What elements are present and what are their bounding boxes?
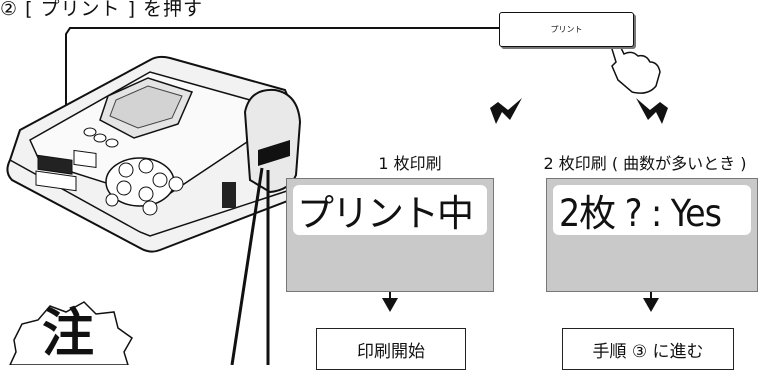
hand-pointer-icon <box>607 33 661 94</box>
single-print-label: 1 枚印刷 <box>378 154 442 173</box>
lcd-screen-single: プリント中 <box>286 178 494 292</box>
caution-text: 注 <box>42 304 95 364</box>
result-print-start: 印刷開始 <box>316 328 466 370</box>
double-print-label: 2 枚印刷 ( 曲数が多いとき ) <box>543 154 747 173</box>
result-go-step-3: 手順 ③ に進む <box>562 328 734 370</box>
cable-line <box>230 167 264 365</box>
step-heading: ② [ プリント ] を押す <box>0 0 204 20</box>
lcd-screen-double: 2枚 ? : Yes <box>546 178 758 292</box>
print-button[interactable]: プリント <box>499 12 634 47</box>
caution-mark: 注 <box>4 298 154 378</box>
arrow-down-icon <box>643 298 659 312</box>
printer-illustration <box>6 25 668 365</box>
lcd-text: プリント中 <box>293 185 487 235</box>
arrow-down-left-icon <box>490 98 522 124</box>
caution-burst <box>9 301 133 365</box>
arrow-down-right-icon <box>636 98 668 124</box>
paper-feed-housing <box>243 88 302 194</box>
leader-line <box>65 27 499 158</box>
arrow-down-icon <box>382 298 398 312</box>
lcd-text: 2枚 ? : Yes <box>553 185 751 235</box>
